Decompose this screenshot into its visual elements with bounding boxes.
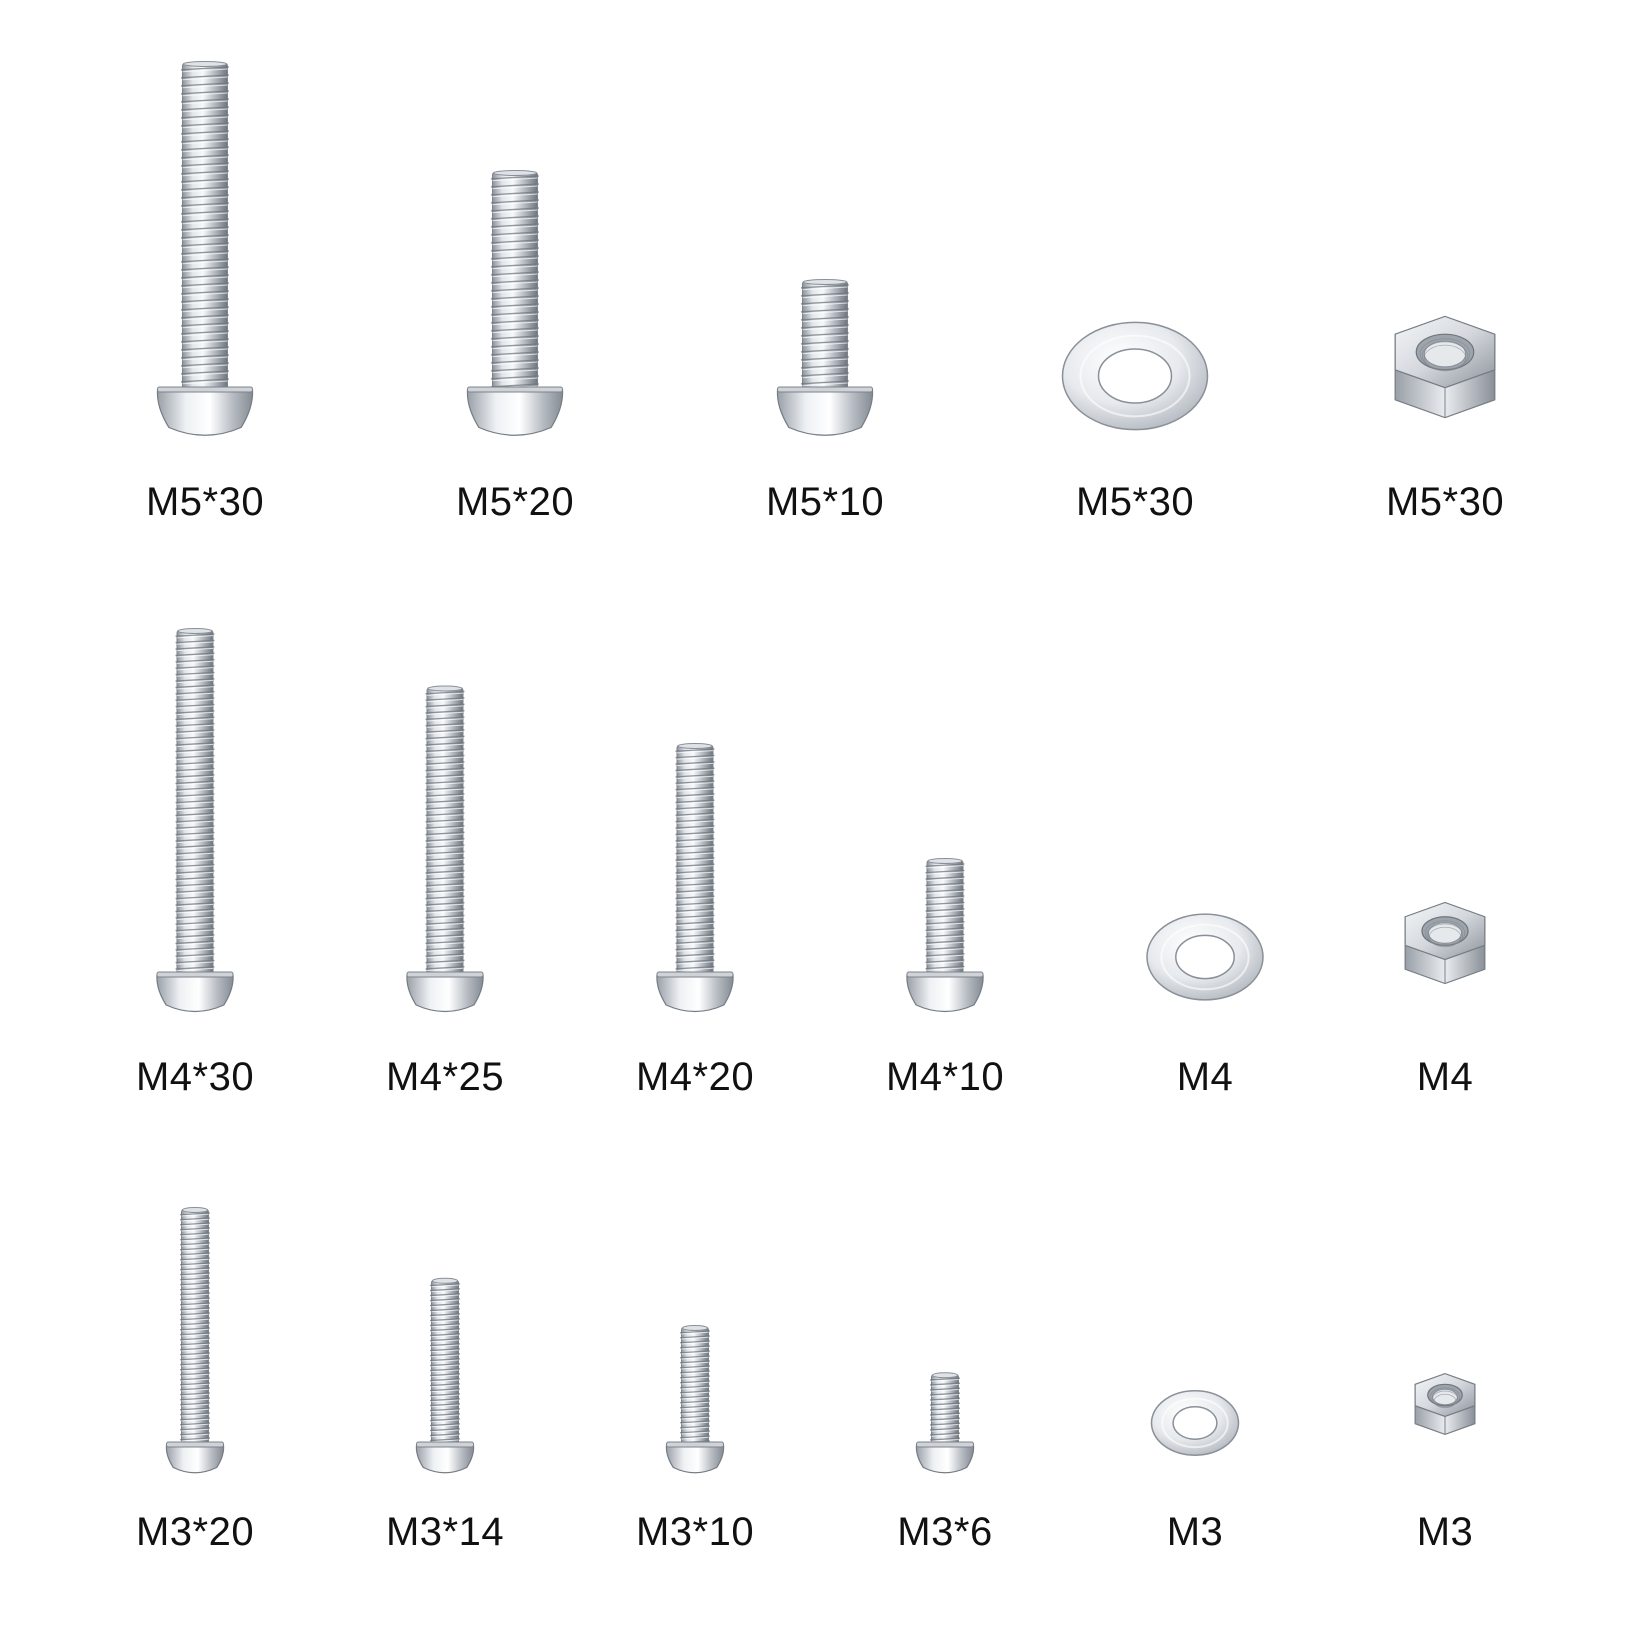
fastener-size-label: M3*20 <box>135 1510 255 1554</box>
fastener-size-label: M3 <box>1416 1510 1474 1554</box>
button-head-screw-icon <box>406 685 484 1013</box>
fastener-size-label: M3*14 <box>385 1510 505 1554</box>
fastener-size-label: M5*30 <box>1075 480 1195 524</box>
fastener-size-label: M3 <box>1166 1510 1224 1554</box>
fastener-size-label: M4*20 <box>635 1055 755 1099</box>
button-head-screw-icon <box>415 1277 475 1474</box>
fastener-size-label: M5*10 <box>765 480 885 524</box>
button-head-screw-icon <box>906 858 984 1013</box>
hex-nut-icon <box>1404 901 1486 985</box>
button-head-screw-icon <box>665 1325 725 1474</box>
button-head-screw-icon <box>156 61 254 436</box>
button-head-screw-icon <box>165 1207 225 1474</box>
fastener-size-label: M4*10 <box>885 1055 1005 1099</box>
fastener-size-label: M3*10 <box>635 1510 755 1554</box>
button-head-screw-icon <box>776 279 874 436</box>
fastener-size-label: M5*30 <box>145 480 265 524</box>
button-head-screw-icon <box>466 170 564 436</box>
fastener-size-label: M4 <box>1176 1055 1234 1099</box>
hex-nut-icon <box>1394 315 1496 419</box>
fastener-size-label: M4 <box>1416 1055 1474 1099</box>
fastener-size-label: M4*30 <box>135 1055 255 1099</box>
fastener-size-label: M3*6 <box>897 1510 993 1554</box>
flat-washer-icon <box>1061 321 1209 431</box>
fastener-size-label: M4*25 <box>385 1055 505 1099</box>
fastener-size-label: M5*30 <box>1385 480 1505 524</box>
flat-washer-icon <box>1150 1390 1240 1456</box>
flat-washer-icon <box>1146 913 1264 1001</box>
button-head-screw-icon <box>156 628 234 1013</box>
hex-nut-icon <box>1414 1372 1476 1436</box>
button-head-screw-icon <box>656 743 734 1013</box>
fastener-size-label: M5*20 <box>455 480 575 524</box>
button-head-screw-icon <box>915 1372 975 1474</box>
